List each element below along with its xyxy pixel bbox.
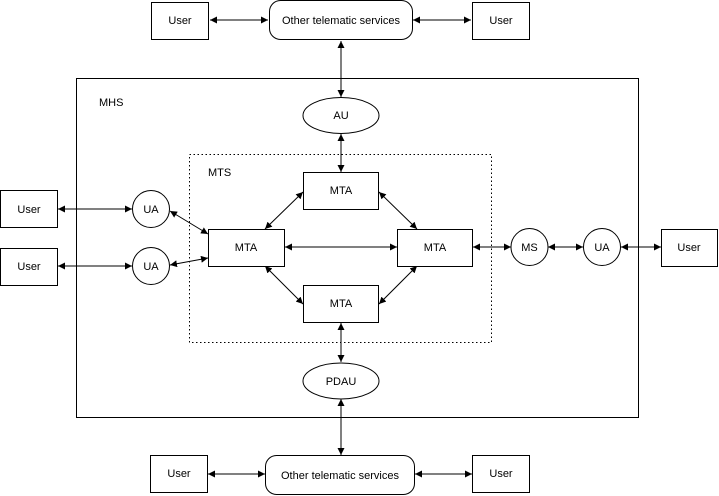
edge-mta-left-mta-bottom	[264, 265, 304, 305]
svg-text:Other telematic services: Other telematic services	[281, 470, 399, 482]
node-user-left-2: User	[0, 248, 58, 286]
node-mta-right: MTA	[397, 229, 473, 267]
svg-text:MTA: MTA	[330, 298, 353, 310]
node-user-top-left: User	[151, 2, 209, 40]
node-au: AU	[302, 97, 380, 134]
svg-text:User: User	[489, 468, 513, 480]
edge-ua-2-mta-left	[169, 255, 209, 268]
node-pdau: PDAU	[302, 362, 380, 400]
node-ua-left-2: UA	[132, 247, 170, 285]
svg-text:User: User	[168, 15, 192, 27]
connections	[58, 16, 661, 478]
svg-text:User: User	[17, 204, 41, 216]
svg-text:MTA: MTA	[235, 242, 258, 254]
svg-text:UA: UA	[594, 242, 610, 254]
node-ua-left-1: UA	[132, 190, 170, 228]
mhs-label: MHS	[99, 97, 123, 109]
node-ua-right: UA	[583, 228, 621, 266]
node-user-top-right: User	[472, 2, 530, 40]
node-services-bottom: Other telematic services	[265, 455, 415, 495]
svg-text:MTA: MTA	[424, 242, 447, 254]
svg-text:User: User	[677, 242, 701, 254]
node-mta-top: MTA	[303, 172, 379, 210]
svg-text:AU: AU	[333, 110, 348, 122]
svg-text:UA: UA	[143, 204, 159, 216]
edge-mta-top-mta-left	[264, 191, 304, 230]
svg-text:PDAU: PDAU	[326, 376, 357, 388]
node-user-bottom-left: User	[150, 455, 208, 493]
svg-text:MS: MS	[521, 242, 538, 254]
node-mta-left: MTA	[208, 229, 285, 267]
node-ms: MS	[510, 228, 549, 266]
svg-text:User: User	[489, 15, 513, 27]
svg-text:MTA: MTA	[330, 185, 353, 197]
node-user-right: User	[661, 229, 718, 267]
svg-text:User: User	[17, 261, 41, 273]
edge-ua-1-mta-left	[169, 210, 209, 235]
edge-mta-right-mta-bottom	[378, 265, 418, 305]
node-user-bottom-right: User	[472, 455, 530, 493]
mts-label: MTS	[208, 167, 231, 179]
svg-text:User: User	[167, 468, 191, 480]
node-mta-bottom: MTA	[303, 285, 379, 323]
svg-text:Other telematic services: Other telematic services	[282, 15, 400, 27]
node-user-left-1: User	[0, 190, 58, 228]
svg-text:UA: UA	[143, 261, 159, 273]
edge-mta-top-mta-right	[378, 191, 418, 230]
node-services-top: Other telematic services	[269, 0, 413, 40]
